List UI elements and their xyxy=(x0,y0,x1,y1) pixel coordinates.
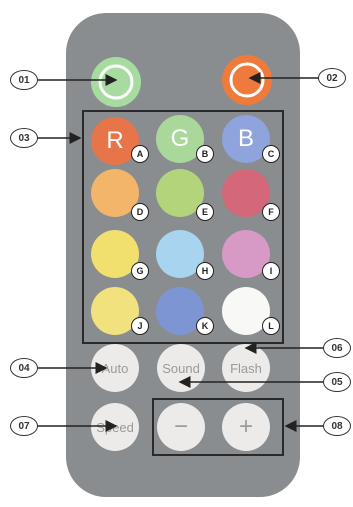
color-button-text: G xyxy=(170,125,190,152)
button-letter-label: C xyxy=(262,145,280,163)
button-letter-label: D xyxy=(131,203,149,221)
button-letter-label: B xyxy=(196,145,214,163)
callout-03: 03 xyxy=(10,128,38,148)
callout-08: 08 xyxy=(323,416,351,436)
power-icon xyxy=(98,64,134,100)
callout-07: 07 xyxy=(10,416,38,436)
color-button-text: R xyxy=(106,127,124,154)
button-letter-label: A xyxy=(131,145,149,163)
color-button-text: B xyxy=(237,125,254,152)
auto-button-label: Auto xyxy=(101,360,129,376)
callout-04: 04 xyxy=(10,358,38,378)
button-letter-label: H xyxy=(196,262,214,280)
color-grid-frame xyxy=(82,110,284,344)
button-letter-label: K xyxy=(196,317,214,335)
callout-01: 01 xyxy=(10,70,38,90)
button-letter-label: G xyxy=(131,262,149,280)
minus-icon: − xyxy=(173,413,188,440)
minus-button[interactable]: − xyxy=(157,403,205,451)
button-letter-label: J xyxy=(131,317,149,335)
button-letter-label: I xyxy=(262,262,280,280)
callout-02: 02 xyxy=(318,68,346,88)
power-off-button[interactable] xyxy=(222,55,272,105)
button-letter-label: E xyxy=(196,203,214,221)
callout-06: 06 xyxy=(323,338,351,358)
speed-adjust-frame xyxy=(152,398,284,456)
power-icon xyxy=(229,62,265,98)
button-letter-label: F xyxy=(262,203,280,221)
plus-icon: + xyxy=(238,413,253,440)
flash-button-label: Flash xyxy=(230,360,262,376)
button-letter-label: L xyxy=(262,317,280,335)
sound-button-label: Sound xyxy=(162,360,200,376)
plus-button[interactable]: + xyxy=(222,403,270,451)
color-button-red[interactable]: R xyxy=(91,117,139,165)
color-button-blue[interactable]: B xyxy=(222,115,270,163)
callout-05: 05 xyxy=(323,372,351,392)
